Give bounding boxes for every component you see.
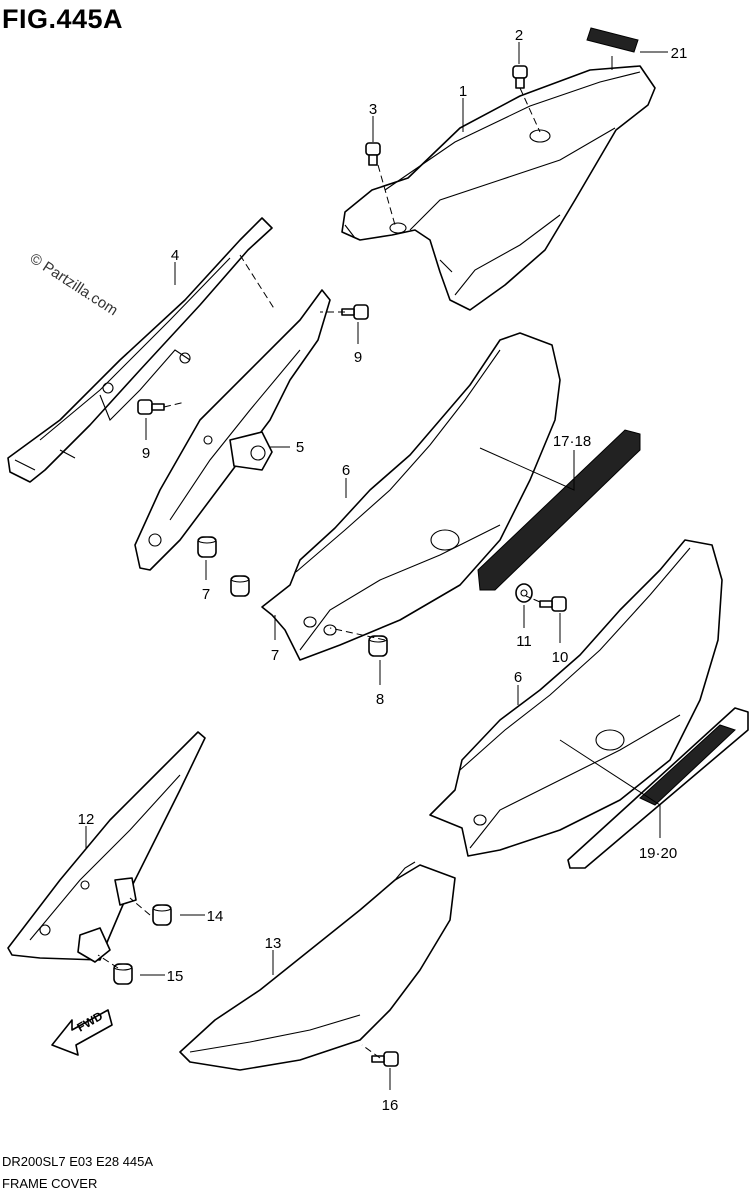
callout-8: 8 [376,691,384,708]
callout-6-upper: 6 [342,462,350,479]
part-16-bolt[interactable] [371,1051,399,1067]
callout-2: 2 [515,27,523,44]
part-14-grommet[interactable] [152,904,172,926]
callout-21: 21 [671,45,688,62]
callout-labels: 1 2 3 4 5 6 6 7 7 8 9 9 10 11 12 13 14 1… [78,27,688,1114]
callout-1: 1 [459,83,467,100]
callout-14: 14 [207,908,224,925]
callout-9-b: 9 [142,445,150,462]
callout-3: 3 [369,101,377,118]
callout-4: 4 [171,247,179,264]
part-10-bolt[interactable] [539,596,567,612]
part-7-grommet-a[interactable] [197,536,217,558]
part-7-grommet-b[interactable] [230,575,250,597]
footer-name: FRAME COVER [2,1176,98,1191]
part-13-lower-cover[interactable] [179,861,456,1071]
part-1-tail-cover[interactable] [341,65,656,311]
callout-12: 12 [78,811,95,828]
part-21-emblem[interactable] [586,27,639,53]
callout-7-a: 7 [202,586,210,603]
part-9-bolt-b[interactable] [137,399,165,415]
callout-9-a: 9 [354,349,362,366]
fwd-arrow-icon: FWD [51,1009,113,1056]
part-5-frame-cover[interactable] [134,289,331,571]
part-6-side-cover-lower[interactable] [429,539,723,857]
part-4-bracket[interactable] [7,217,273,483]
callout-7-b: 7 [271,647,279,664]
part-19-20-decal[interactable] [567,707,749,869]
callout-10: 10 [552,649,569,666]
part-2-bolt[interactable] [512,65,528,89]
part-9-bolt-a[interactable] [341,304,369,320]
part-17-18-decal[interactable] [477,429,641,591]
part-3-bolt[interactable] [365,142,381,166]
part-8-grommet[interactable] [368,635,388,657]
callout-6-lower: 6 [514,669,522,686]
callout-16: 16 [382,1097,399,1114]
callout-19-20: 19·20 [639,845,677,862]
callout-13: 13 [265,935,282,952]
callout-15: 15 [167,968,184,985]
leader-lines [85,42,668,1090]
part-15-grommet[interactable] [113,963,133,985]
part-12-bracket[interactable] [7,731,206,963]
part-11-washer[interactable] [515,583,533,603]
callout-17-18: 17·18 [553,433,591,450]
figure-title: FIG.445A [2,4,124,34]
part-6-side-cover-upper[interactable] [261,332,561,661]
assembly-lines [97,87,541,1059]
callout-11: 11 [516,633,532,650]
footer-code: DR200SL7 E03 E28 445A [2,1154,154,1169]
callout-5: 5 [296,439,304,456]
